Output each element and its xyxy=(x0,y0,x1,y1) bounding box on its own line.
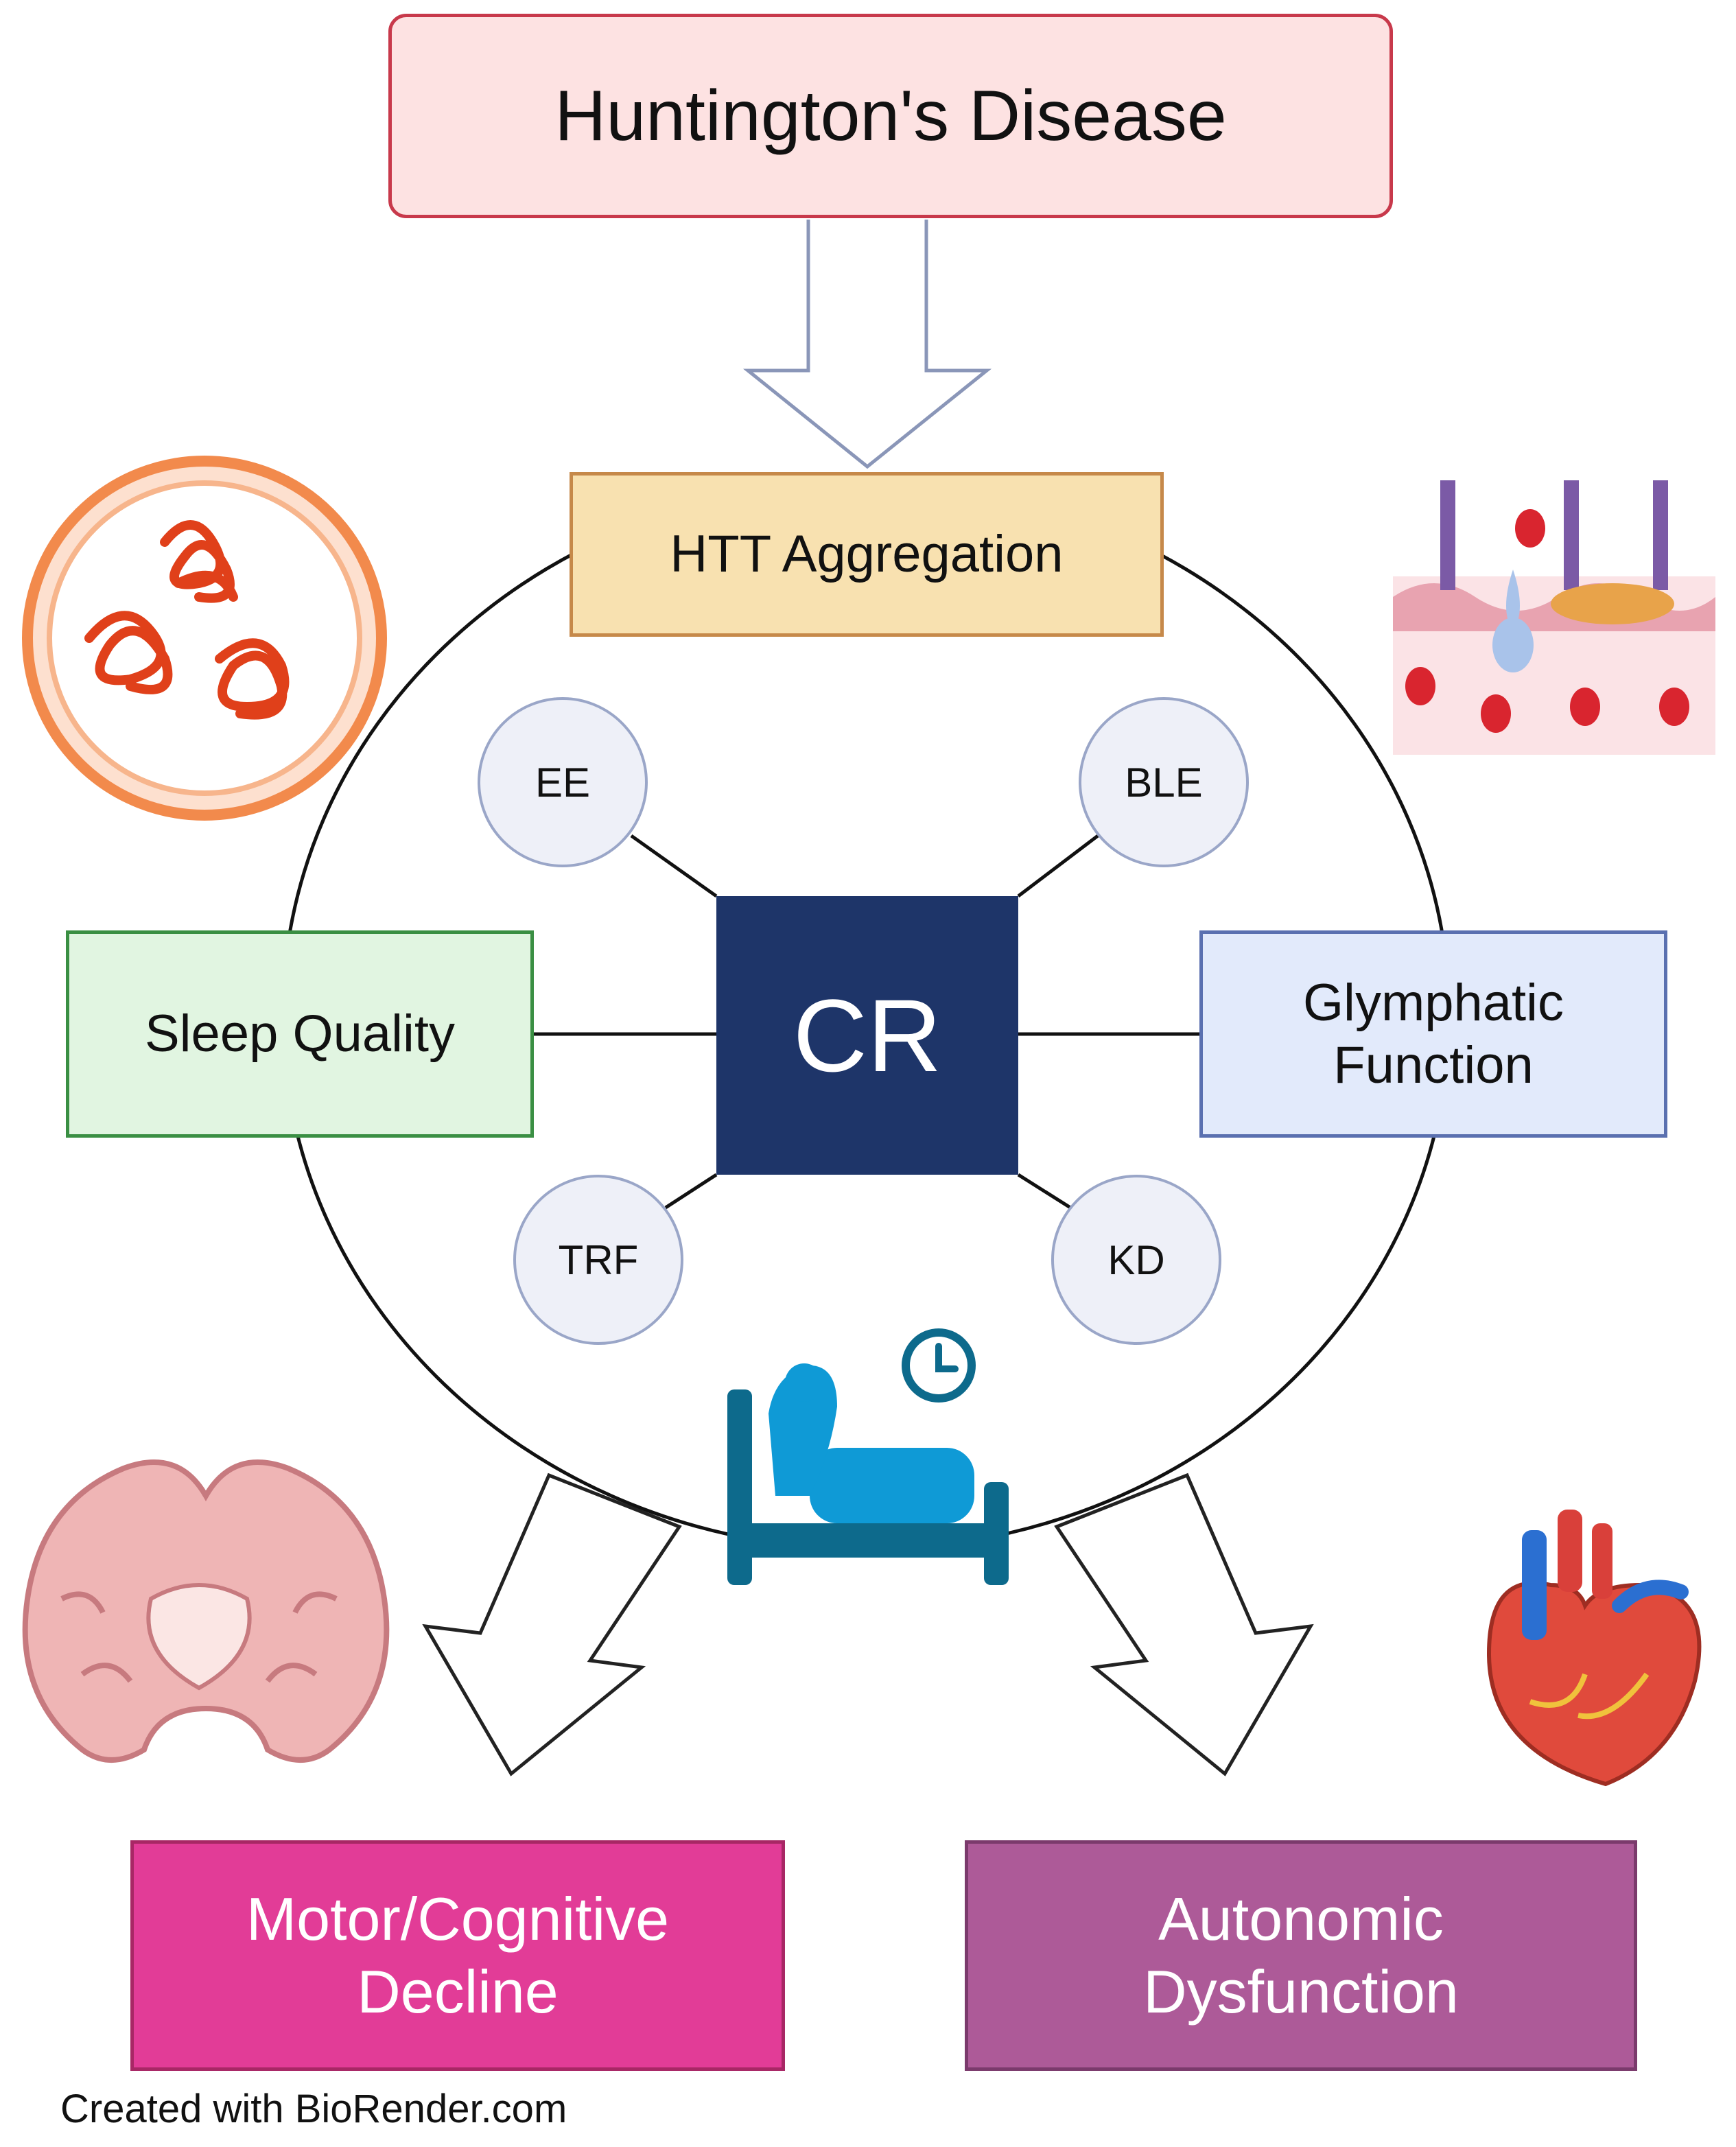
cr-center-box: CR xyxy=(716,896,1018,1175)
arrow-to-motor-decline xyxy=(422,1473,682,1776)
intervention-ble: BLE xyxy=(1079,697,1249,867)
glymphatic-function-box: Glymphatic Function xyxy=(1199,930,1667,1138)
connector-lines xyxy=(534,834,1199,1210)
down-arrow xyxy=(742,220,992,469)
brain-coronal-icon xyxy=(22,1459,390,1763)
autonomic-dysfunction-box: Autonomic Dysfunction xyxy=(965,1840,1637,2071)
sleep-bed-icon xyxy=(727,1363,1009,1585)
biorender-credit: Created with BioRender.com xyxy=(60,2087,567,2131)
intervention-trf: TRF xyxy=(513,1175,683,1345)
clock-icon xyxy=(902,1328,976,1403)
intervention-ee: EE xyxy=(478,697,648,867)
motor-cognitive-decline-box: Motor/Cognitive Decline xyxy=(130,1840,785,2071)
heart-icon xyxy=(1486,1510,1702,1787)
intervention-kd: KD xyxy=(1051,1175,1221,1345)
glymphatic-tissue-icon xyxy=(1393,480,1715,755)
htt-aggregate-icon xyxy=(22,456,387,821)
htt-aggregation-box: HTT Aggregation xyxy=(570,472,1164,637)
arrow-to-autonomic-dysfunction xyxy=(1054,1473,1314,1776)
huntingtons-disease-box: Huntington's Disease xyxy=(388,14,1393,218)
sleep-quality-box: Sleep Quality xyxy=(66,930,534,1138)
